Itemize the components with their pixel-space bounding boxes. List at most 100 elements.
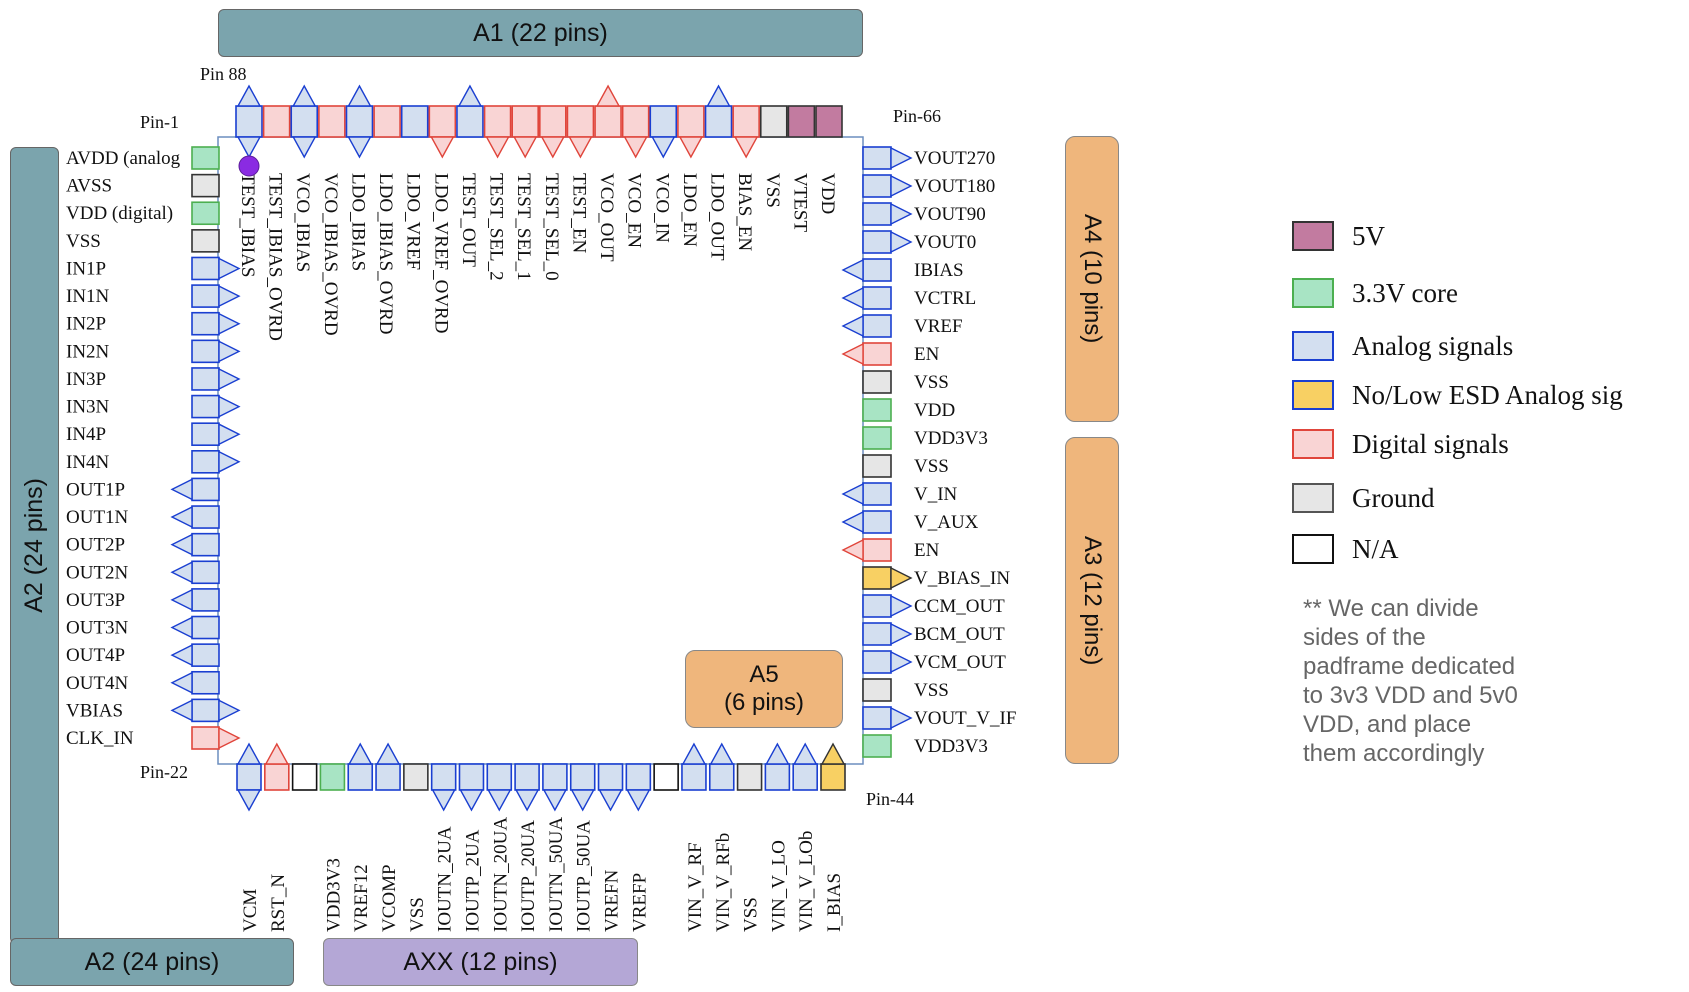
- left-pad-arrow-out: [170, 533, 193, 556]
- right-pad: [862, 622, 892, 646]
- pin1-marker: Pin-1: [140, 112, 180, 132]
- top-pad: [677, 105, 705, 138]
- left-pin-label: IN2N: [66, 341, 110, 362]
- left-pin-label: AVDD (analog: [66, 148, 181, 169]
- right-pad-arrow-out: [890, 594, 913, 618]
- bottom-pin-label: VIN_V_RF: [685, 842, 706, 932]
- bottom-pad: [514, 763, 540, 791]
- bottom-pad-arrow-in: [375, 742, 401, 765]
- left-pin-label: OUT4P: [66, 645, 125, 666]
- right-pad-arrow-out: [890, 706, 913, 730]
- right-pin-label: VDD: [914, 400, 955, 421]
- left-pad: [191, 229, 220, 253]
- left-pad-arrow-out: [170, 561, 193, 584]
- top-pin-label: BIAS_EN: [734, 173, 755, 251]
- legend-item: 3.3V core: [1292, 275, 1458, 311]
- top-pad-arrow-in: [651, 136, 676, 159]
- bottom-pin-label: RST_N: [268, 874, 289, 932]
- top-pin-label: TEST_SEL_2: [486, 173, 507, 281]
- left-pin-label: IN4N: [66, 452, 110, 473]
- left-pad: [191, 146, 220, 170]
- bottom-pin-label: IOUTP_50UA: [574, 820, 595, 932]
- bottom-pin-label: VREF12: [351, 864, 372, 932]
- right-pin-label: VOUT90: [914, 204, 986, 225]
- right-pin-label: BCM_OUT: [914, 624, 1005, 645]
- right-pin-label: VSS: [914, 456, 949, 477]
- left-pin-label: OUT4N: [66, 673, 129, 694]
- right-pad-arrow-in: [841, 482, 864, 506]
- top-pad-arrow-in: [540, 136, 565, 159]
- left-pin-label: IN1P: [66, 258, 106, 279]
- right-pin-label: VCM_OUT: [914, 652, 1006, 673]
- bottom-pin-label: I_BIAS: [824, 873, 845, 932]
- left-pad-arrow-out: [170, 505, 193, 529]
- right-pad: [862, 174, 892, 198]
- bottom-pad-arrow-out: [570, 789, 595, 812]
- top-pad-arrow-in: [733, 136, 759, 159]
- right-pin-label: VOUT270: [914, 148, 995, 169]
- legend-label: Digital signals: [1352, 428, 1509, 459]
- left-pad-arrow-out: [170, 616, 193, 639]
- top-pin-label: LDO_IBIAS: [347, 173, 368, 271]
- right-pin-label: VOUT180: [914, 176, 995, 197]
- right-pad: [862, 398, 892, 422]
- right-pad: [862, 202, 892, 226]
- bottom-pin-label: VDD3V3: [323, 858, 344, 932]
- bottom-pad: [347, 763, 374, 791]
- left-pin-label: IN1N: [66, 286, 110, 307]
- top-pin-label: LDO_OUT: [707, 173, 728, 261]
- left-pad-arrow-out: [170, 588, 193, 612]
- legend-swatch: [1292, 221, 1334, 251]
- left-pad-arrow-out: [170, 644, 193, 667]
- left-pin-label: CLK_IN: [66, 728, 134, 749]
- left-pad-arrow-out: [170, 699, 193, 722]
- bottom-pin-label: VREFP: [629, 873, 650, 932]
- left-pin-label: OUT1P: [66, 479, 125, 500]
- bottom-pad: [736, 763, 763, 791]
- right-pad: [862, 314, 892, 338]
- top-pin-label: LDO_VREF_OVRD: [430, 173, 451, 333]
- right-pad-arrow-out: [890, 230, 913, 254]
- bottom-pad: [653, 763, 679, 791]
- top-pad: [704, 105, 733, 138]
- bottom-pad: [236, 763, 262, 791]
- left-pin-label: IN3N: [66, 397, 110, 418]
- top-pad-arrow-in: [485, 136, 510, 159]
- top-pin-label: TEST_IBIAS_OVRD: [265, 173, 286, 341]
- group-a2-side-box: A2 (24 pins): [10, 147, 59, 944]
- right-pad-arrow-out: [890, 202, 913, 226]
- top-pad: [815, 105, 843, 138]
- left-pad-arrow-in: [218, 699, 241, 722]
- left-pad: [191, 256, 220, 281]
- left-pin-label: IN4P: [66, 424, 106, 445]
- right-pin-label: VCTRL: [914, 288, 976, 309]
- right-pin-label: VOUT_V_IF: [914, 708, 1016, 729]
- top-pin-label: VSS: [762, 173, 783, 208]
- top-pad-arrow-in: [430, 136, 455, 159]
- top-pad-arrow-in: [292, 136, 317, 159]
- left-pin-label: IN3P: [66, 369, 106, 390]
- right-pad-arrow-in: [841, 258, 864, 282]
- bottom-pad-arrow-in: [681, 742, 707, 765]
- right-pad: [862, 370, 892, 394]
- top-pin-label: LDO_EN: [679, 173, 700, 247]
- top-pad: [262, 105, 291, 138]
- right-pad: [862, 566, 892, 590]
- bottom-pad-arrow-in: [348, 742, 373, 765]
- bottom-pin-label: VIN_V_LOb: [796, 831, 817, 932]
- bottom-pad: [291, 763, 318, 791]
- bottom-pin-label: VCOMP: [379, 864, 400, 932]
- bottom-pin-label: IOUTP_20UA: [518, 820, 539, 932]
- left-pad-arrow-out: [170, 478, 193, 501]
- left-pad: [191, 450, 220, 474]
- bottom-pad-arrow-in: [264, 742, 289, 765]
- bottom-pad: [542, 763, 568, 791]
- left-pad-arrow-in: [218, 257, 241, 280]
- bottom-pin-label: VSS: [407, 897, 428, 932]
- left-pin-label: OUT1N: [66, 507, 129, 528]
- top-pin-label: TEST_SEL_0: [541, 173, 562, 281]
- left-pad: [191, 339, 220, 364]
- bottom-pin-label: VCM: [240, 889, 261, 932]
- left-pad: [191, 726, 220, 750]
- top-pin-label: TEST_OUT: [458, 173, 479, 267]
